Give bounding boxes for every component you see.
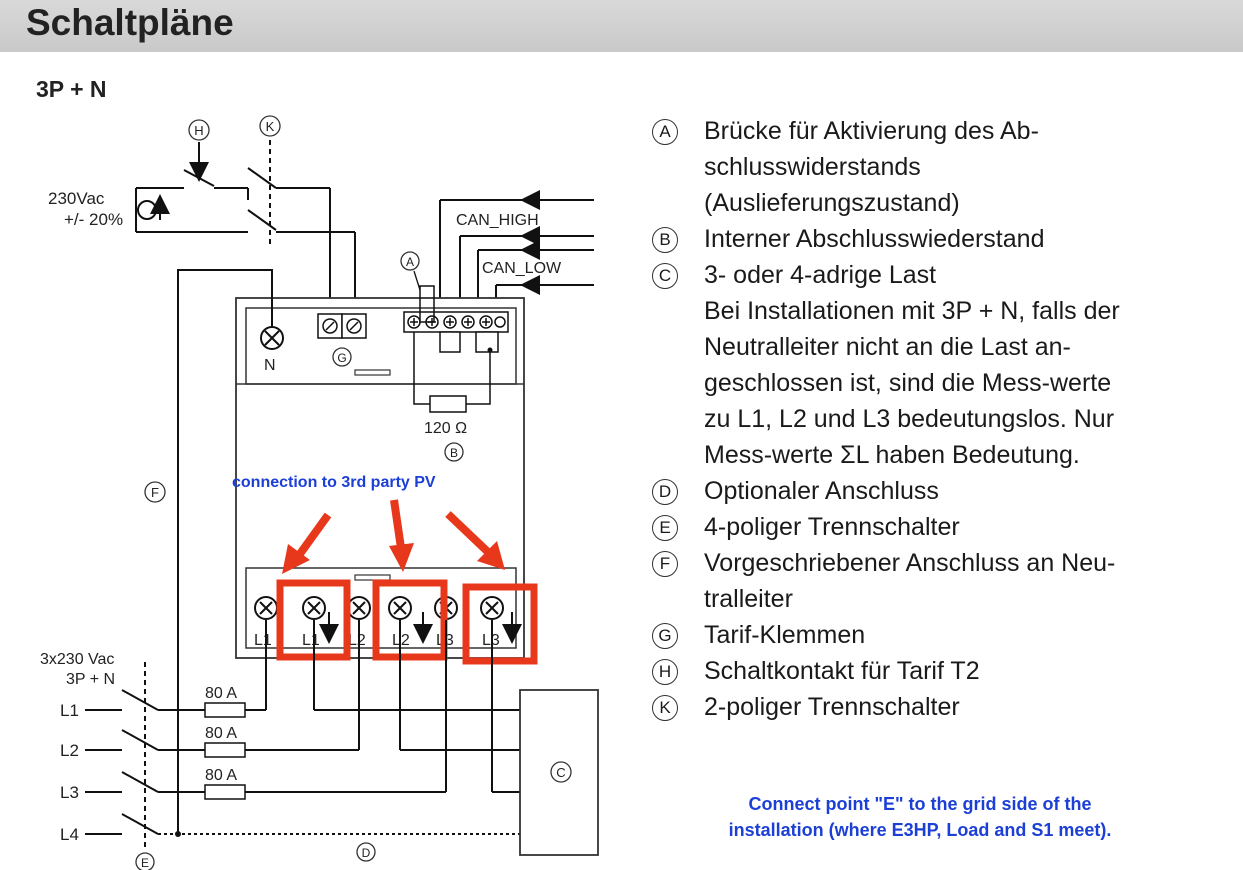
note-line: Connect point "E" to the grid side of th…	[748, 794, 1092, 814]
legend-text: 2-poliger Trennschalter	[704, 693, 960, 721]
tariff-terminals	[317, 313, 367, 339]
pv-arrows	[282, 499, 505, 574]
callout-label: C	[556, 765, 565, 780]
phase-label: L1	[60, 701, 79, 720]
callout-label: B	[450, 446, 458, 460]
two-pole-switch-k	[247, 140, 356, 318]
legend-text: tralleiter	[704, 585, 793, 613]
callout-g: G	[332, 347, 352, 367]
legend-text: Schaltkontakt für Tarif T2	[704, 657, 980, 685]
legend-letter: D	[652, 479, 678, 505]
callout-label: G	[337, 351, 346, 365]
terminal-label: L2	[348, 632, 366, 649]
mains-input: 3x230 Vac 3P + N L1 L2 L3 L4	[40, 651, 115, 844]
callout-k: K	[259, 115, 281, 137]
legend-text: Neutralleiter nicht an die Last an-	[704, 333, 1071, 361]
ac-source: 230Vac +/- 20%	[48, 189, 170, 229]
callout-f: F	[144, 481, 166, 503]
legend-text: geschlossen ist, sind die Mess-werte	[704, 369, 1112, 397]
callout-label: H	[194, 123, 203, 138]
legend-item-h: H Schaltkontakt für Tarif T2	[652, 653, 1242, 689]
phase-label: L4	[60, 825, 79, 844]
legend-text: Optionaler Anschluss	[704, 477, 939, 505]
terminal-label: L1	[302, 632, 320, 649]
pv-annotation: connection to 3rd party PV	[232, 474, 436, 491]
phase-wiring	[158, 620, 520, 835]
callout-label: A	[406, 255, 414, 269]
supply-label-1: 230Vac	[48, 189, 105, 208]
legend-item-a: A Brücke für Aktivierung des Ab- schluss…	[652, 113, 1242, 221]
legend-text: Tarif-Klemmen	[704, 621, 866, 649]
page-title: Schaltpläne	[26, 2, 234, 43]
callout-e: E	[135, 852, 155, 870]
phase-label: L2	[60, 741, 79, 760]
callout-label: F	[151, 485, 159, 500]
fuse-label: 80 A	[205, 725, 237, 742]
legend-text: Bei Installationen mit 3P + N, falls der	[704, 297, 1120, 325]
legend-letter: B	[652, 227, 678, 253]
legend-letter: F	[652, 551, 678, 577]
four-pole-disconnector-e	[85, 662, 159, 850]
legend-text: Brücke für Aktivierung des Ab-	[704, 117, 1039, 145]
supply-label-2: +/- 20%	[64, 210, 123, 229]
neutral-wire-f	[177, 269, 273, 835]
phase-label: L3	[60, 783, 79, 802]
neutral-terminal: N	[260, 326, 284, 374]
callout-h: H	[188, 119, 210, 141]
can-low-label: CAN_LOW	[482, 260, 562, 277]
legend-letter: E	[652, 515, 678, 541]
header-band	[0, 0, 1243, 52]
fuses: 80 A 80 A 80 A	[204, 685, 246, 800]
legend-item-b: B Interner Abschlusswiederstand	[652, 221, 1242, 257]
fuse-label: 80 A	[205, 767, 237, 784]
callout-d: D	[356, 842, 376, 862]
pv-highlight-boxes	[276, 579, 538, 665]
callout-b: B	[444, 442, 464, 462]
energy-meter	[235, 297, 525, 659]
legend-letter: G	[652, 623, 678, 649]
legend-text: Mess-werte ΣL haben Bedeutung.	[704, 441, 1080, 469]
legend-letter: K	[652, 695, 678, 721]
note-line: installation (where E3HP, Load and S1 me…	[728, 820, 1112, 840]
legend-text: Vorgeschriebener Anschluss an Neu-	[704, 549, 1116, 577]
legend-letter: C	[652, 263, 678, 289]
fuse-label: 80 A	[205, 685, 237, 702]
legend-letter: H	[652, 659, 678, 685]
callout-label: K	[266, 119, 275, 134]
diagram-subtitle: 3P + N	[36, 76, 107, 102]
legend-text: (Auslieferungszustand)	[704, 189, 960, 217]
legend-item-f: F Vorgeschriebener Anschluss an Neu- tra…	[652, 545, 1242, 617]
can-high-label: CAN_HIGH	[456, 212, 539, 229]
neutral-junction	[175, 831, 181, 837]
mains-label-2: 3P + N	[66, 671, 115, 688]
resistor-value: 120 Ω	[424, 420, 467, 437]
legend-text: 3- oder 4-adrige Last	[704, 261, 937, 289]
neutral-label: N	[264, 357, 276, 374]
legend-item-d: D Optionaler Anschluss	[652, 473, 1242, 509]
legend-item-g: G Tarif-Klemmen	[652, 617, 1242, 653]
legend: A Brücke für Aktivierung des Ab- schluss…	[652, 113, 1242, 725]
legend-text: schlusswiderstands	[704, 153, 921, 181]
load-c: C	[519, 689, 599, 856]
terminal-label: L1	[254, 632, 272, 649]
tariff-switch-h	[135, 142, 249, 233]
wiring-diagram: H K 230Vac +/- 20%	[40, 115, 599, 870]
legend-item-e: E 4-poliger Trennschalter	[652, 509, 1242, 545]
grid-connection-note: Connect point "E" to the grid side of th…	[650, 791, 1190, 843]
terminal-label: L3	[482, 632, 500, 649]
mains-label-1: 3x230 Vac	[40, 651, 114, 668]
legend-text: zu L1, L2 und L3 bedeutungslos. Nur	[704, 405, 1115, 433]
legend-item-c: C 3- oder 4-adrige Last Bei Installation…	[652, 257, 1242, 473]
legend-text: Interner Abschlusswiederstand	[704, 225, 1045, 253]
legend-text: 4-poliger Trennschalter	[704, 513, 960, 541]
callout-a: A	[400, 251, 421, 291]
legend-item-k: K 2-poliger Trennschalter	[652, 689, 1242, 725]
legend-letter: A	[652, 119, 678, 145]
callout-label: D	[362, 846, 371, 860]
can-terminal-block: 120 Ω	[403, 285, 509, 437]
callout-label: E	[141, 856, 149, 870]
